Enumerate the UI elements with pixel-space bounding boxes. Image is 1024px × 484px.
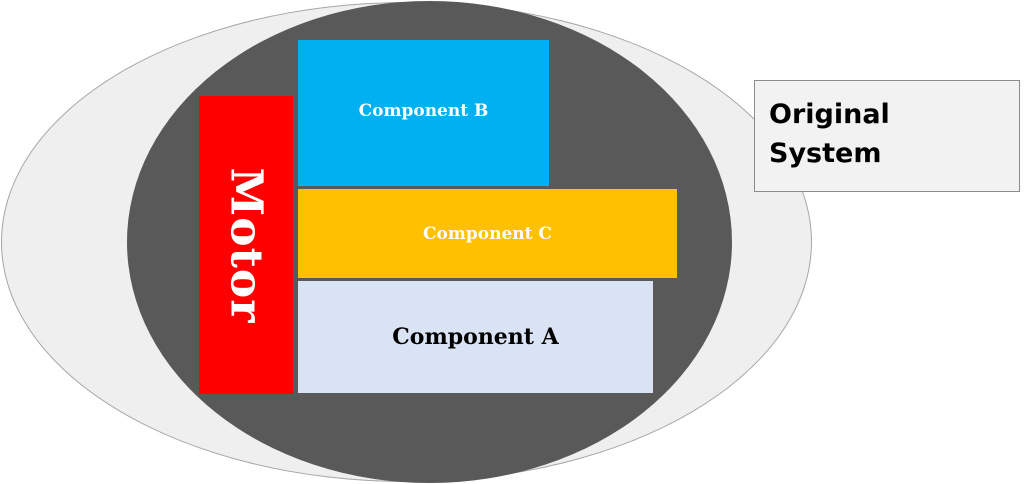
motor-label: Motor [220,167,272,323]
component-a-label: Component A [392,324,559,350]
component-c-label: Component C [423,223,552,244]
component-b-block: Component B [298,40,549,186]
motor-block: Motor [199,96,293,394]
component-b-label: Component B [358,101,489,121]
component-c-block: Component C [298,189,677,278]
original-system-label: Original System [769,99,890,170]
component-a-block: Component A [298,281,653,393]
original-system-label-box: Original System [754,80,1020,192]
